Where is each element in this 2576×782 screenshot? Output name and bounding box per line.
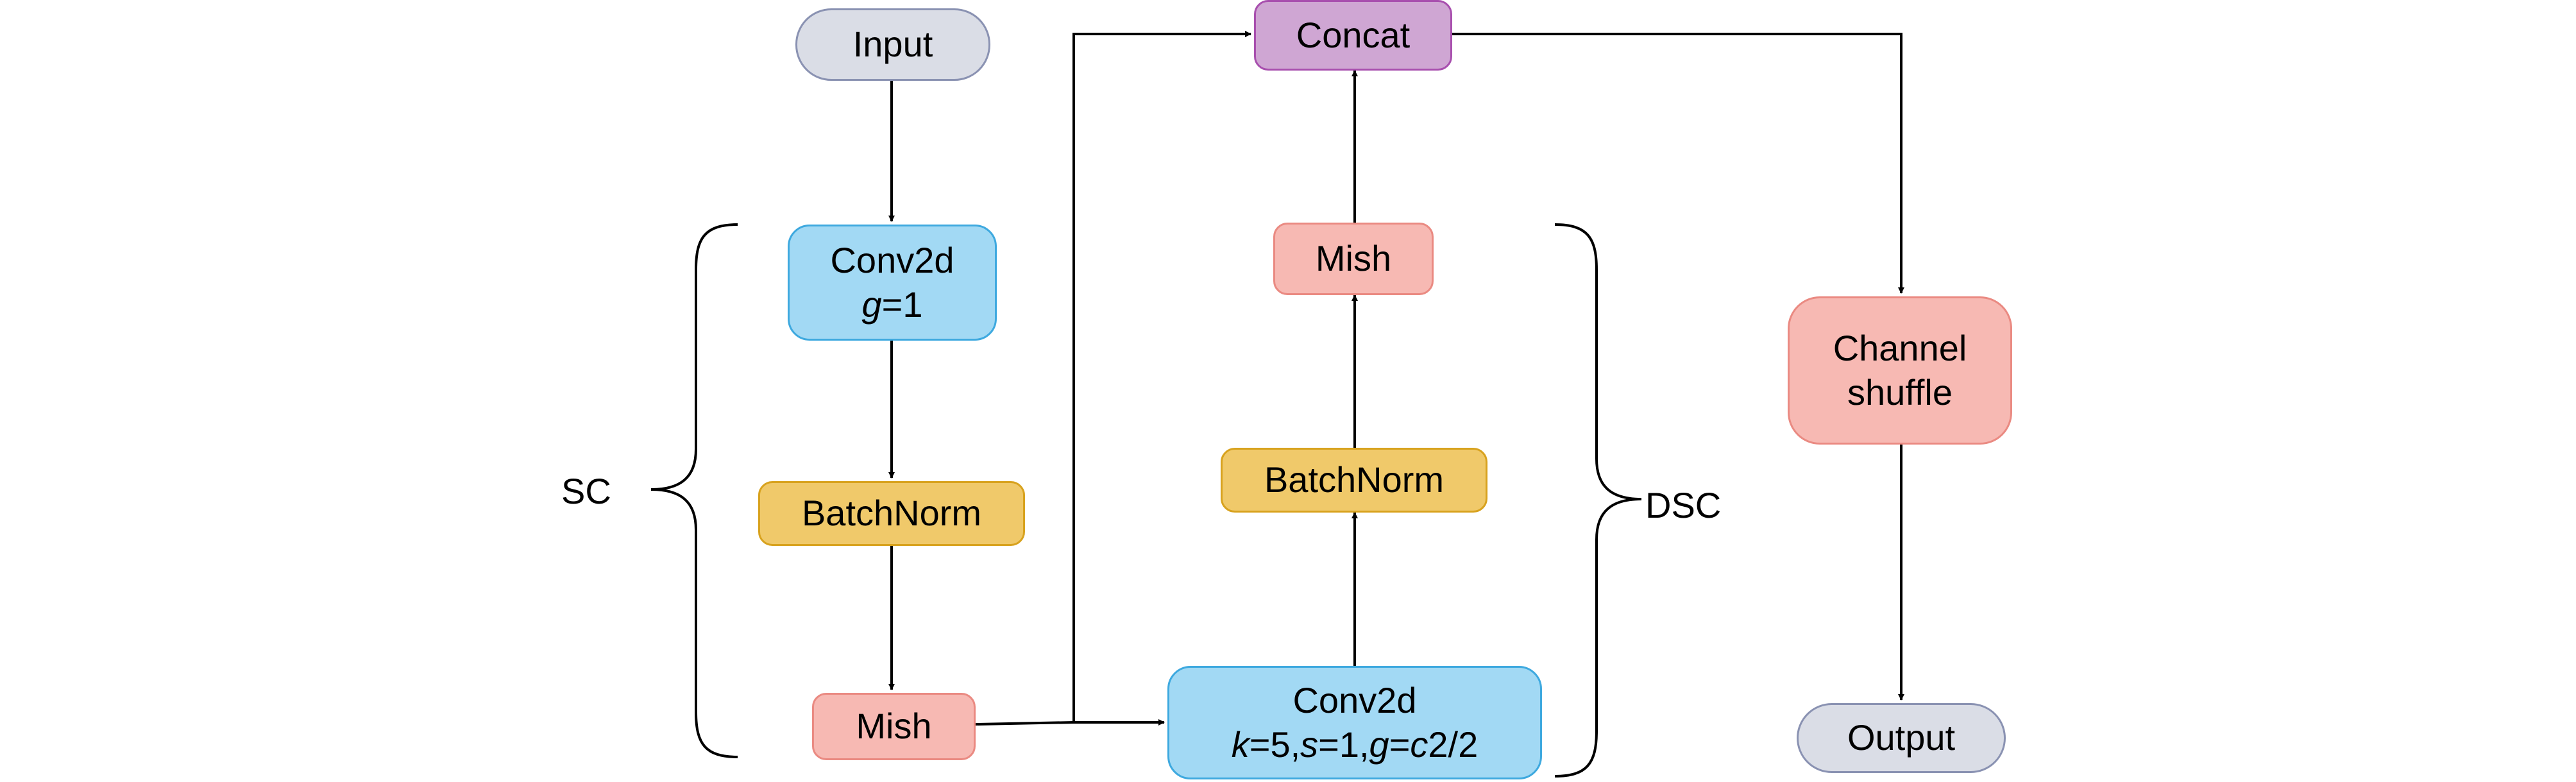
channel-shuffle-label-line2: shuffle xyxy=(1847,371,1953,412)
concat-node: Concat xyxy=(1254,0,1452,71)
sc-batchnorm-node: BatchNorm xyxy=(758,481,1025,546)
dsc-conv2d-param-k-value: =5, xyxy=(1249,724,1301,765)
arrow-sc-mish-to-concat xyxy=(1072,31,1251,722)
sc-group-label: SC xyxy=(561,471,611,511)
channel-shuffle-node: Channel shuffle xyxy=(1788,296,2012,445)
sc-mish-label: Mish xyxy=(856,706,932,747)
dsc-conv2d-param-k-name: k xyxy=(1231,724,1250,765)
dsc-conv2d-param-s-name: s xyxy=(1300,724,1319,765)
sc-conv2d-param-name: g xyxy=(861,284,882,325)
output-node: Output xyxy=(1797,703,2006,773)
arrow-sc-mish-to-dsc-conv xyxy=(975,719,1165,726)
dsc-mish-node: Mish xyxy=(1273,223,1434,295)
input-label: Input xyxy=(852,24,933,65)
arrow-concat-to-channel-shuffle xyxy=(1452,33,1904,294)
sc-conv2d-param-value: =1 xyxy=(881,284,923,325)
output-label: Output xyxy=(1847,717,1956,758)
dsc-conv2d-node: Conv2d k=5,s=1,g=c2/2 xyxy=(1167,666,1542,779)
arrow-group xyxy=(888,31,1904,726)
dsc-conv2d-param-g-value: = xyxy=(1389,724,1411,765)
sc-conv2d-label: Conv2d xyxy=(830,240,954,281)
dsc-group-label: DSC xyxy=(1645,485,1722,525)
sc-mish-node: Mish xyxy=(812,693,976,760)
dsc-mish-label: Mish xyxy=(1315,238,1392,279)
dsc-batchnorm-node: BatchNorm xyxy=(1221,448,1487,513)
dsc-conv2d-label: Conv2d xyxy=(1292,680,1417,721)
sc-conv2d-param: g=1 xyxy=(861,283,922,327)
dsc-batchnorm-label: BatchNorm xyxy=(1264,459,1445,500)
dsc-conv2d-params: k=5,s=1,g=c2/2 xyxy=(1232,723,1479,767)
channel-shuffle-label-line1: Channel xyxy=(1833,328,1967,369)
input-node: Input xyxy=(795,8,990,81)
dsc-brace xyxy=(1554,223,1642,778)
dsc-conv2d-param-g-name: g xyxy=(1369,724,1389,765)
sc-brace xyxy=(650,223,738,758)
concat-label: Concat xyxy=(1296,14,1411,55)
dsc-conv2d-param-c-name: c xyxy=(1410,724,1428,765)
dsc-conv2d-param-s-value: =1, xyxy=(1318,724,1369,765)
bracket-group xyxy=(650,223,1642,778)
sc-conv2d-node: Conv2d g=1 xyxy=(788,225,997,341)
sc-batchnorm-label: BatchNorm xyxy=(801,493,982,534)
dsc-conv2d-param-c-value: 2/2 xyxy=(1428,724,1479,765)
